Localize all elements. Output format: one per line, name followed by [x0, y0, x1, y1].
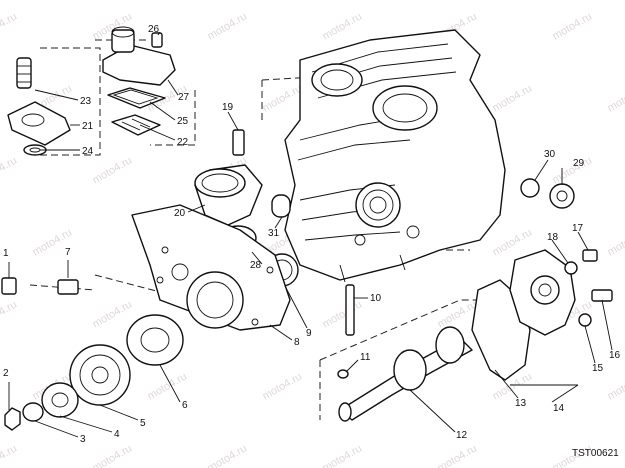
watermark-text: moto4.ru — [91, 442, 135, 468]
watermark-text: moto4.ru — [261, 82, 305, 114]
cam-cover-right — [471, 178, 613, 386]
callout-6: 6 — [182, 400, 188, 411]
callout-14: 14 — [553, 403, 565, 414]
watermark-text: moto4.ru — [206, 10, 250, 42]
watermark-text: moto4.ru — [0, 10, 19, 42]
watermark-text: moto4.ru — [436, 442, 480, 468]
watermark-text: moto4.ru — [206, 442, 250, 468]
top-left-parts — [7, 57, 71, 156]
callout-28: 28 — [250, 260, 262, 271]
watermark-text: moto4.ru — [321, 298, 365, 330]
watermark-text: moto4.ru — [551, 10, 595, 42]
callout-5: 5 — [140, 418, 146, 429]
callout-4: 4 — [114, 429, 120, 440]
callout-30: 30 — [544, 149, 556, 160]
watermark-text: moto4.ru — [91, 298, 135, 330]
watermark-text: moto4.ru — [321, 442, 365, 468]
callout-25: 25 — [177, 116, 189, 127]
callout-13: 13 — [515, 398, 527, 409]
callout-labels: 1 2 3 4 5 6 7 8 9 10 11 12 13 14 15 16 1… — [3, 24, 621, 445]
callout-1: 1 — [3, 248, 9, 259]
watermark-text: moto4.ru — [0, 154, 19, 186]
callout-20: 20 — [174, 208, 186, 219]
cylinder-head — [284, 29, 506, 283]
watermark-text: moto4.ru — [606, 82, 625, 114]
watermark-text: moto4.ru — [0, 442, 19, 468]
callout-23: 23 — [80, 96, 92, 107]
watermark-text: moto4.ru — [0, 298, 19, 330]
stud-and-pin — [337, 284, 355, 379]
callout-2: 2 — [3, 368, 9, 379]
callout-19: 19 — [222, 102, 234, 113]
callout-24: 24 — [82, 146, 94, 157]
camshaft — [338, 326, 473, 422]
callout-17: 17 — [572, 223, 584, 234]
callout-16: 16 — [609, 350, 621, 361]
watermark-text: moto4.ru — [491, 82, 535, 114]
watermark-text: moto4.ru — [606, 370, 625, 402]
callout-8: 8 — [294, 337, 300, 348]
callout-18: 18 — [547, 232, 559, 243]
leader-lines — [8, 31, 613, 438]
watermark-text: moto4.ru — [491, 226, 535, 258]
timing-cover — [131, 204, 291, 331]
callout-7: 7 — [65, 247, 71, 258]
pulley-and-gear — [1, 277, 184, 431]
callout-22: 22 — [177, 137, 189, 148]
watermark-text: moto4.ru — [261, 370, 305, 402]
callout-9: 9 — [306, 328, 312, 339]
callout-11: 11 — [360, 352, 371, 363]
drawing-code: TST00621 — [572, 448, 619, 459]
callout-31: 31 — [268, 228, 280, 239]
callout-12: 12 — [456, 430, 468, 441]
callout-3: 3 — [80, 434, 86, 445]
callout-29: 29 — [573, 158, 585, 169]
callout-27: 27 — [178, 92, 190, 103]
callout-26: 26 — [148, 24, 160, 35]
watermark-text: moto4.ru — [321, 10, 365, 42]
watermark-text: moto4.ru — [91, 154, 135, 186]
callout-15: 15 — [592, 363, 604, 374]
watermark-text: moto4.ru — [606, 226, 625, 258]
watermark-text: moto4.ru — [146, 370, 190, 402]
callout-21: 21 — [82, 121, 94, 132]
callout-10: 10 — [370, 293, 382, 304]
top-center-parts — [102, 26, 176, 136]
